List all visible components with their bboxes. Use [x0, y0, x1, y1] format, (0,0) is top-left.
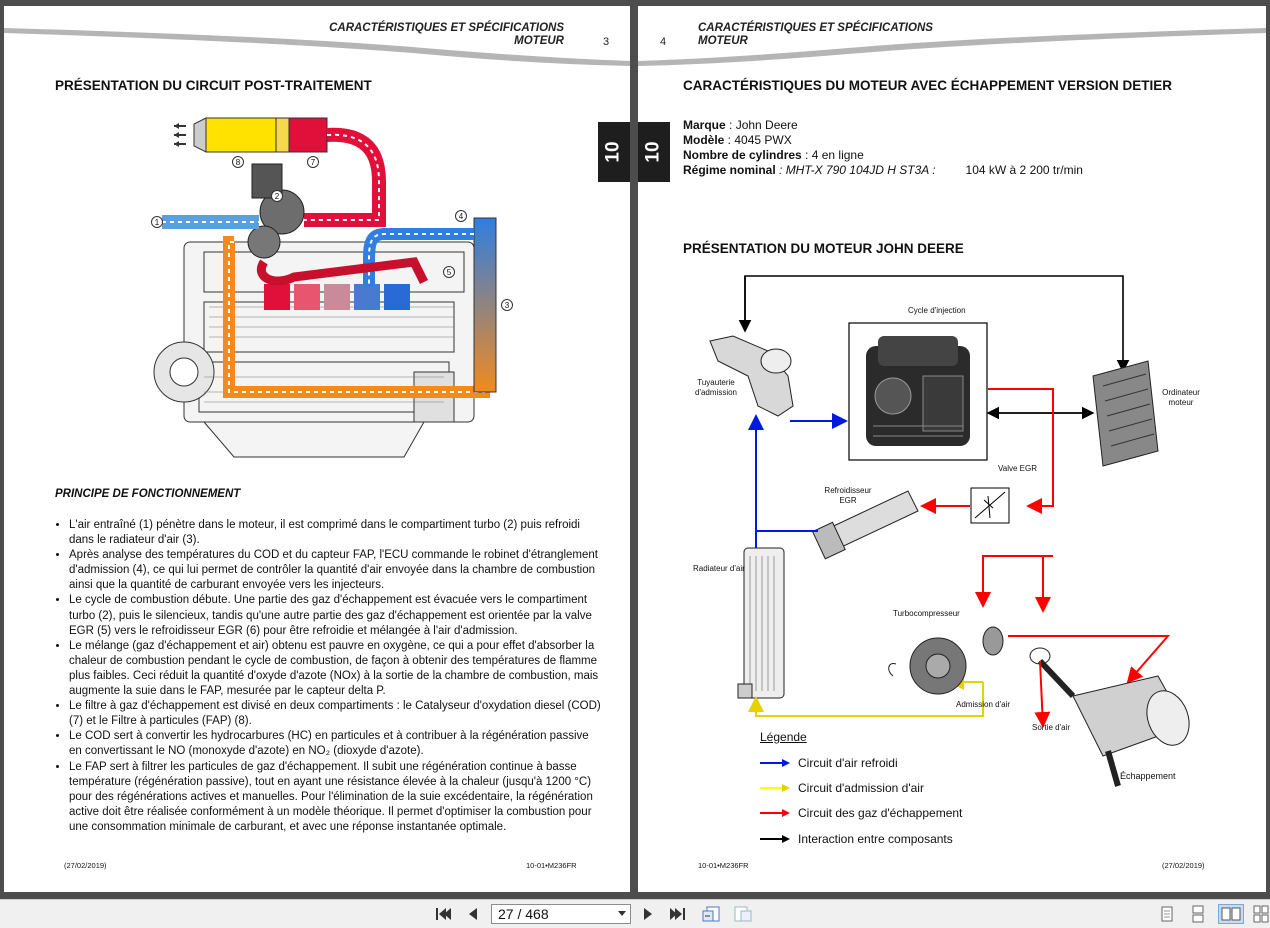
go-forward-view-button[interactable] [732, 904, 754, 924]
left-footer-ref: 10-01•M236FR [526, 861, 577, 870]
first-page-button[interactable] [432, 904, 454, 924]
svg-text:8: 8 [236, 158, 241, 167]
turbocharger [247, 163, 305, 259]
aftertreatment-engine-diagram: 1 2 3 4 5 7 8 [151, 117, 513, 458]
left-page-title: PRÉSENTATION DU CIRCUIT POST-TRAITEMENT [55, 78, 372, 93]
callout-circles: 1 2 3 4 5 7 8 [151, 156, 513, 311]
engine-specs: Marque : John Deere Modèle : 4045 PWX No… [683, 118, 1083, 178]
left-page-number: 3 [603, 36, 610, 48]
cylinder-heads [264, 284, 410, 310]
previous-page-button[interactable] [462, 904, 484, 924]
bullet-item: Le cycle de combustion débute. Une parti… [69, 593, 603, 638]
left-header-line2: MOTEUR [514, 35, 564, 47]
dpf-canister [174, 117, 328, 153]
label-refroidisseur: Refroidisseur EGR [824, 486, 872, 505]
next-page-button[interactable] [637, 904, 659, 924]
label-echappement: Échappement [1120, 771, 1176, 781]
left-header-line1: CARACTÉRISTIQUES ET SPÉCIFICATIONS [329, 22, 564, 34]
legend-item-cooled-air: Circuit d'air refroidi [760, 755, 898, 771]
two-page-icon [1221, 907, 1241, 921]
turbocompressor-picture [888, 626, 1004, 695]
engine-picture [866, 336, 970, 446]
header-swoosh [4, 28, 630, 66]
page-number-input[interactable]: 27 / 468 [491, 904, 631, 924]
diagram-title: PRÉSENTATION DU MOTEUR JOHN DEERE [683, 241, 964, 256]
bullet-item: Le filtre à gaz d'échappement est divisé… [69, 699, 603, 729]
spec-cylinders: Nombre de cylindres : 4 en ligne [683, 148, 864, 162]
last-page-icon [670, 908, 685, 920]
spec-model: Modèle : 4045 PWX [683, 133, 792, 147]
right-footer-date: (27/02/2019) [1162, 861, 1205, 870]
label-valve-egr: Valve EGR [998, 464, 1037, 473]
spec-regime: Régime nominal : MHT-X 790 104JD H ST3A … [683, 163, 1083, 177]
muffler-picture [1029, 647, 1190, 787]
label-tuyauterie: Tuyauterie d'admission [695, 378, 737, 397]
header-swoosh [638, 28, 1266, 66]
go-back-view-button[interactable] [700, 904, 722, 924]
john-deere-engine-diagram [709, 275, 1190, 787]
legend-item-interaction: Interaction entre composants [760, 831, 953, 847]
air-radiator-picture [737, 547, 785, 699]
bullet-item: Le COD sert à convertir les hydrocarbure… [69, 729, 603, 759]
next-view-icon [734, 906, 752, 922]
label-cycle-injection: Cycle d'injection [908, 306, 966, 315]
single-page-icon [1161, 906, 1173, 922]
page-dropdown-arrow-icon[interactable] [618, 911, 626, 916]
right-header-line1: CARACTÉRISTIQUES ET SPÉCIFICATIONS [698, 22, 933, 34]
ecu-picture [1092, 360, 1159, 467]
two-page-view-button[interactable] [1218, 904, 1244, 924]
right-section-tab: 10 [638, 122, 670, 182]
left-footer-date: (27/02/2019) [64, 861, 107, 870]
right-page: 4 CARACTÉRISTIQUES ET SPÉCIFICATIONS MOT… [638, 6, 1266, 892]
next-page-icon [644, 908, 652, 920]
label-sortie-air: Sortie d'air [1032, 723, 1070, 732]
first-page-icon [436, 908, 451, 920]
svg-text:2: 2 [275, 192, 280, 201]
legend-title: Légende [760, 730, 807, 744]
svg-text:1: 1 [155, 218, 160, 227]
left-page: CARACTÉRISTIQUES ET SPÉCIFICATIONS MOTEU… [4, 6, 630, 892]
previous-view-icon [702, 906, 720, 922]
principe-title: PRINCIPE DE FONCTIONNEMENT [55, 488, 241, 500]
principle-bullet-list: L'air entraîné (1) pénètre dans le moteu… [54, 518, 603, 835]
bullet-item: Le mélange (gaz d'échappement et air) ob… [69, 639, 603, 699]
viewer-toolbar: 27 / 468 [0, 899, 1270, 928]
spec-brand: Marque : John Deere [683, 118, 798, 132]
bullet-item: L'air entraîné (1) pénètre dans le moteu… [69, 518, 603, 548]
continuous-view-button[interactable] [1187, 904, 1209, 924]
intercooler [473, 217, 497, 393]
last-page-button[interactable] [667, 904, 689, 924]
label-radiateur: Radiateur d'air [693, 564, 745, 573]
left-section-tab: 10 [598, 122, 630, 182]
egr-cooler-picture [811, 490, 919, 560]
bullet-item: Le FAP sert à filtrer les particules de … [69, 760, 603, 835]
legend-item-exhaust: Circuit des gaz d'échappement [760, 805, 962, 821]
right-footer-ref: 10-01•M236FR [698, 861, 749, 870]
right-header-line2: MOTEUR [698, 35, 748, 47]
two-page-continuous-view-button[interactable] [1250, 904, 1270, 924]
two-page-continuous-icon [1253, 905, 1269, 923]
svg-text:7: 7 [311, 158, 316, 167]
label-admission-air: Admission d'air [956, 700, 1010, 709]
right-page-title: CARACTÉRISTIQUES DU MOTEUR AVEC ÉCHAPPEM… [683, 78, 1173, 93]
bullet-item: Après analyse des températures du COD et… [69, 548, 603, 593]
egr-valve-picture [970, 487, 1010, 524]
previous-page-icon [469, 908, 477, 920]
label-turbo: Turbocompresseur [893, 609, 960, 618]
svg-text:4: 4 [459, 212, 464, 221]
left-header: CARACTÉRISTIQUES ET SPÉCIFICATIONS MOTEU… [329, 22, 564, 48]
right-page-number: 4 [660, 36, 667, 48]
svg-text:5: 5 [447, 268, 452, 277]
intake-pipe-picture [709, 335, 794, 417]
continuous-page-icon [1192, 905, 1204, 923]
single-page-view-button[interactable] [1156, 904, 1178, 924]
svg-text:3: 3 [505, 301, 510, 310]
label-ordinateur: Ordinateur moteur [1162, 388, 1200, 407]
right-header: CARACTÉRISTIQUES ET SPÉCIFICATIONS MOTEU… [698, 22, 933, 48]
legend-item-intake-air: Circuit d'admission d'air [760, 780, 924, 796]
